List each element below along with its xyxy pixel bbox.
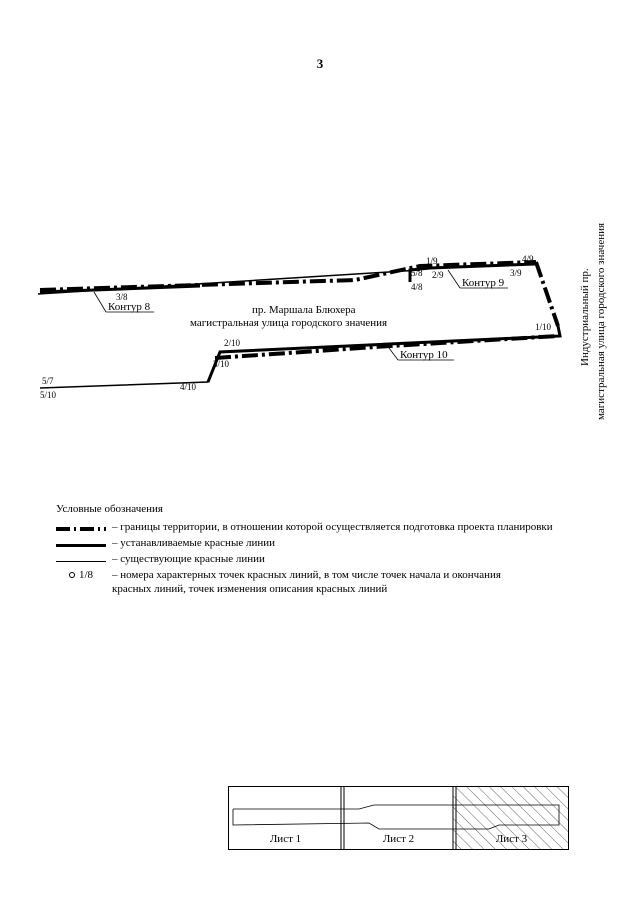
legend-text: – существующие красные линии (112, 553, 265, 565)
legend-item-existing: – существующие красные линии (56, 551, 616, 567)
legend-item-point: 1/8 – номера характерных точек красных л… (56, 567, 616, 583)
point-label: 5/10 (40, 390, 57, 400)
legend-text: – устанавливаемые красные линии (112, 537, 276, 549)
street-side-label: Индустриальный пр. (579, 268, 591, 366)
legend: Условные обозначения – границы территори… (56, 503, 616, 595)
point-label: 4/8 (411, 282, 423, 292)
point-label: 2/9 (432, 270, 444, 280)
sheet-keymap: Лист 1 Лист 2 Лист 3 (228, 786, 569, 850)
page-number: 3 (316, 56, 324, 71)
south-existing-line (39, 335, 561, 389)
boundary-symbol-icon (56, 527, 106, 531)
contour-8-label: Контур 8 (108, 301, 151, 313)
point-label: 1/9 (426, 256, 438, 266)
point-label: 3/9 (510, 268, 522, 278)
point-dot-icon (68, 572, 75, 578)
leader-contour-8 (93, 291, 107, 313)
boundary-south (214, 334, 559, 360)
contour-10-line (206, 325, 562, 383)
territory-boundary (39, 260, 560, 360)
point-label: 3/10 (213, 359, 230, 369)
point-label: 3/8 (116, 292, 128, 302)
sheet-3-label: Лист 3 (495, 833, 528, 845)
sheet-1-label: Лист 1 (269, 833, 302, 845)
contour-9-line (408, 262, 536, 282)
established-line-icon (56, 543, 106, 547)
leader-contour-10 (385, 343, 399, 361)
street-main-desc: магистральная улица городского значения (190, 317, 387, 329)
boundary-east (534, 261, 560, 327)
existing-line-icon (56, 560, 106, 563)
point-label: 4/10 (180, 382, 197, 392)
keymap-outline (232, 804, 560, 830)
leader-contour-9 (447, 269, 461, 289)
street-main-label: пр. Маршала Блюхера (252, 304, 356, 316)
sheet-2-label: Лист 2 (382, 833, 415, 845)
contour-9-label: Контур 9 (462, 277, 505, 289)
legend-continuation: красных линий, точек изменения описания … (112, 583, 388, 595)
point-label: 5/7 (42, 376, 54, 386)
map-drawing: пр. Маршала Блюхера магистральная улица … (37, 223, 607, 420)
legend-title: Условные обозначения (56, 503, 163, 515)
street-side-desc: магистральная улица городского значения (595, 223, 607, 420)
point-label: 2/10 (224, 338, 241, 348)
legend-text: – границы территории, в отношении которо… (112, 521, 553, 533)
keymap-drawing (232, 787, 568, 849)
legend-item-boundary: – границы территории, в отношении которо… (56, 519, 616, 535)
boundary-north (39, 260, 537, 292)
sheet-3-hatch (453, 787, 568, 849)
legend-text: – номера характерных точек красных линий… (112, 569, 501, 581)
point-symbol: 1/8 (56, 569, 106, 581)
point-label: 5/8 (411, 268, 423, 278)
legend-item-established: – устанавливаемые красные линии (56, 535, 616, 551)
contour-10-label: Контур 10 (400, 349, 448, 361)
point-label: 1/10 (535, 322, 552, 332)
contour-8-line (39, 284, 201, 294)
point-label: 4/9 (522, 254, 534, 264)
point-symbol-label: 1/8 (78, 569, 94, 581)
